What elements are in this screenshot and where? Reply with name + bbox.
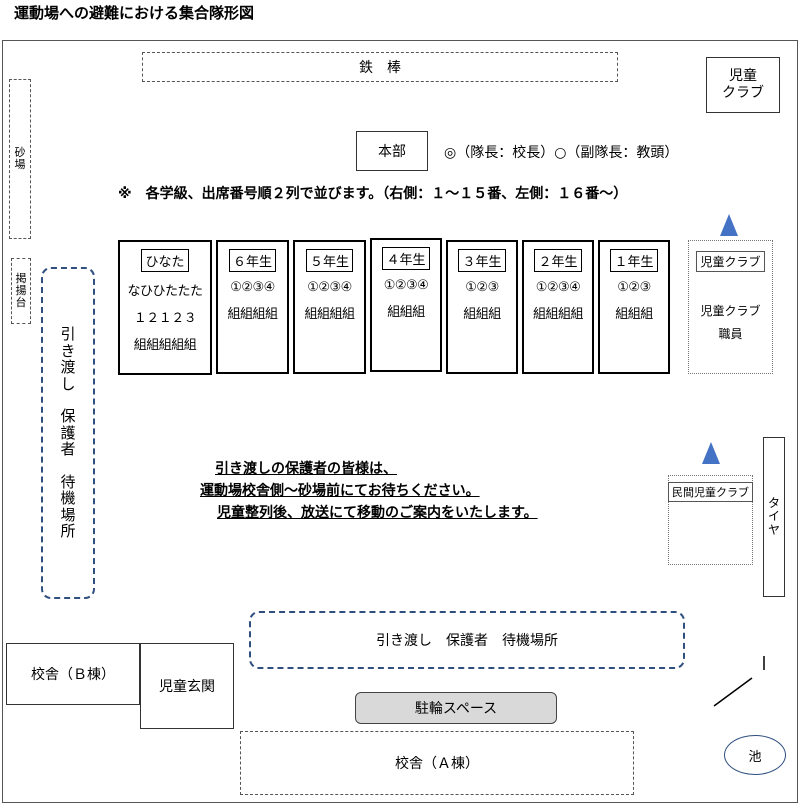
flag-stand-label: 掲揚台 [12,259,30,323]
class-grade3: ３年生 ①②③ 組組組 [446,240,518,374]
iron-bar-label: 鉄 棒 [359,60,401,76]
vertical-char: イ [767,509,780,524]
waiting-area-bottom: 引き渡し 保護者 待機場所 [249,611,685,669]
iron-bar: 鉄 棒 [142,52,618,82]
vertical-char: 台 [15,296,27,310]
class-kumi: 組組組組 [532,307,584,322]
headquarters-label: 本部 [378,144,406,160]
arrow-up-icon [720,214,738,236]
waiting-area-left-label: 引き渡し 保護者 待機場所 [43,269,93,597]
vertical-char: 掲 [15,271,27,285]
class-grade4: ４年生 ①②③④ 組組組 [370,238,442,372]
class-name: ３年生 [458,249,506,272]
sandbox-label: 砂場 [10,80,30,238]
class-groups: ①②③④ [307,280,352,295]
guide-line-3: 児童整列後、放送にて移動のご案内をいたします。 [217,505,538,521]
class-name: １年生 [610,249,658,272]
class-numbers: １２１２３ [133,311,197,326]
building-b: 校舎（Ｂ棟） [6,643,140,705]
class-grade5: ５年生 ①②③④ 組組組組 [293,240,366,374]
flag-stand: 掲揚台 [11,258,31,324]
class-groups: ①②③ [465,280,499,295]
kids-club-area: 児童クラブ 児童クラブ 職員 [688,240,773,374]
vertical-char: 渡 [60,358,76,377]
class-groups: ①②③④ [535,280,581,295]
vertical-char [66,458,71,474]
tire-label: タイヤ [764,438,784,596]
kids-club-area-head: 児童クラブ [696,251,765,272]
building-a: 校舎（Ａ棟） [240,731,634,795]
vertical-char: 揚 [15,283,27,297]
student-entrance: 児童玄関 [140,643,234,729]
class-groups: なひひたたた [127,284,203,299]
waiting-area-bottom-label: 引き渡し 保護者 待機場所 [376,633,558,649]
kids-club-building-label: 児童 クラブ [722,67,764,102]
class-name: ６年生 [228,249,276,272]
tire-area: タイヤ [763,437,785,597]
vertical-char: 待 [60,472,76,491]
vertical-char [66,392,71,408]
vertical-char: ヤ [767,522,780,537]
vertical-char: し [60,374,76,393]
class-grade2: ２年生 ①②③④ 組組組組 [522,240,594,374]
vertical-char: 保 [60,407,76,426]
waiting-area-left: 引き渡し 保護者 待機場所 [41,267,95,599]
leaders-legend: ◎（隊長：校長）○（副隊長：教頭） [444,145,679,161]
vertical-char: き [60,341,76,360]
pond: 池 [724,735,786,775]
class-groups: ①②③ [617,280,651,295]
class-kumi: 組組組 [387,305,425,320]
page-title: 運動場への避難における集合隊形図 [14,4,255,22]
class-kumi: 組組組組 [304,307,355,322]
kids-club-building: 児童 クラブ [706,57,780,113]
class-grade6: ６年生 ①②③④ 組組組組 [216,240,289,374]
building-b-label: 校舎（Ｂ棟） [31,667,115,683]
vertical-char: 場 [60,505,76,524]
pond-label: 池 [748,749,762,765]
kids-club-area-line2: 職員 [718,327,743,341]
vertical-char: 護 [60,423,76,442]
vertical-char: 引 [60,325,76,344]
field-border [2,40,798,803]
gate-lines [713,656,765,707]
vertical-char: 者 [60,440,76,459]
lineup-note: ※ 各学級、出席番号順２列で並びます。（右側：１～１５番、左側：１６番～） [118,186,628,202]
headquarters: 本部 [356,131,428,171]
class-kumi: 組組組組 [227,307,278,322]
private-club-area: 民間児童クラブ [668,475,753,565]
guide-line-1: 引き渡しの保護者の皆様は、 [215,461,397,477]
private-club-head: 民間児童クラブ [668,482,753,502]
vertical-char: 所 [60,522,76,541]
bicycle-space: 駐輪スペース [355,692,557,724]
class-kumi: 組組組組組 [133,338,197,353]
class-name: ２年生 [534,249,582,272]
class-hinata: ひなた なひひたたた １２１２３ 組組組組組 [118,240,212,375]
class-name: ひなた [141,249,189,272]
class-kumi: 組組組 [463,307,501,322]
student-entrance-label: 児童玄関 [159,679,215,695]
vertical-char: 場 [14,158,26,171]
class-groups: ①②③④ [383,278,429,293]
vertical-char: 砂 [14,145,26,159]
class-name: ５年生 [305,249,353,272]
building-a-label: 校舎（Ａ棟） [395,756,479,772]
class-groups: ①②③④ [230,280,275,295]
class-grade1: １年生 ①②③ 組組組 [598,240,670,374]
arrow-up-icon [702,442,720,464]
vertical-char: タ [767,496,780,511]
class-kumi: 組組組 [615,307,653,322]
vertical-char: 機 [60,489,76,508]
guide-line-2: 運動場校舎側～砂場前にてお待ちください。 [200,483,480,499]
bicycle-space-label: 駐輪スペース [414,701,498,717]
sandbox: 砂場 [9,79,31,239]
kids-club-area-line1: 児童クラブ [700,304,761,318]
class-name: ４年生 [382,247,430,270]
